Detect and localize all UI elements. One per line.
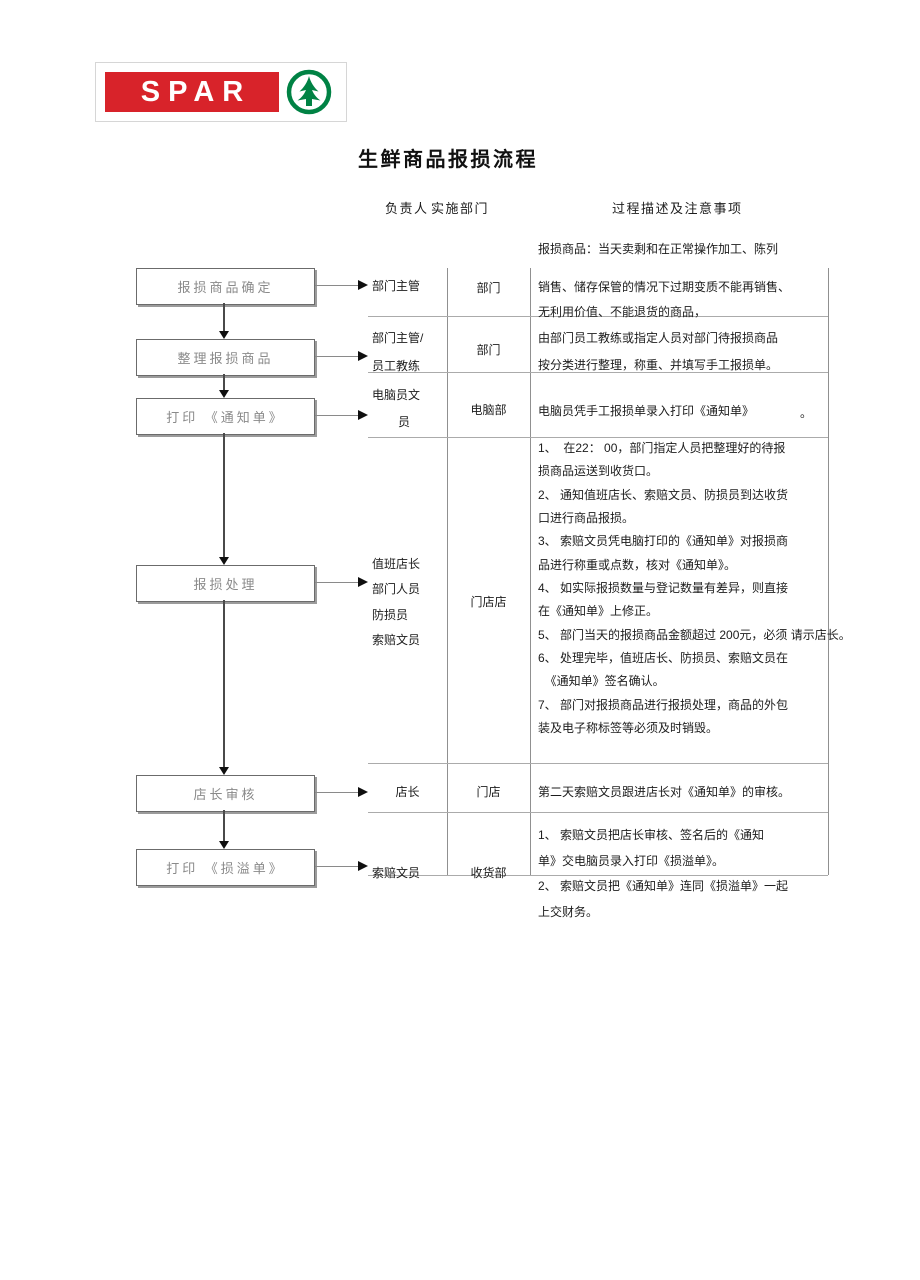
table-bottom-border xyxy=(368,875,828,876)
flow-arrow-down-icon xyxy=(219,374,229,398)
cell-description-list: 1、 索赔文员把店长审核、签名后的《通知单》交电脑员录入打印《损溢单》。2、 索… xyxy=(538,828,789,919)
flow-box-manager-review: 店长审核 xyxy=(136,775,315,812)
cell-responsible: 店长 xyxy=(395,785,420,799)
flow-arrow-down-icon xyxy=(219,433,229,565)
table-right-border xyxy=(828,268,829,875)
cell-description-line: 由部门员工教练或指定人员对部门待报损商品 xyxy=(538,331,779,345)
cell-description-line: 销售、储存保管的情况下过期变质不能再销售、 xyxy=(538,280,791,294)
page-title: 生鲜商品报损流程 xyxy=(358,149,538,171)
cell-description-line: 报损商品：当天卖剩和在正常操作加工、陈列 xyxy=(538,242,779,256)
flow-arrow-right-icon xyxy=(315,410,368,421)
flow-arrow-right-icon xyxy=(315,577,368,588)
cell-description-line: 第二天索赔文员跟进店长对《通知单》的审核。 xyxy=(538,785,791,799)
flow-box-print-loss-sheet: 打印 《损溢单》 xyxy=(136,849,315,886)
spar-tree-icon xyxy=(284,67,334,117)
cell-department: 部门 xyxy=(476,343,501,357)
cell-department: 电脑部 xyxy=(470,403,507,417)
table-column-divider xyxy=(530,268,531,875)
flow-arrow-down-icon xyxy=(219,600,229,775)
spar-wordmark: SPAR xyxy=(105,72,279,112)
cell-description-line: 按分类进行整理，称重、并填写手工报损单。 xyxy=(538,358,779,372)
cell-description-line: 电脑员凭手工报损单录入打印《通知单》 xyxy=(538,404,755,418)
table-row-divider xyxy=(368,372,828,373)
flow-box-damage-process: 报损处理 xyxy=(136,565,315,602)
table-column-divider xyxy=(447,268,448,875)
cell-description-line: 无利用价值、不能退货的商品， xyxy=(538,305,707,319)
column-header-department: 实施部门 xyxy=(431,201,490,216)
flow-arrow-right-icon xyxy=(315,280,368,291)
flow-box-print-notice: 打印 《通知单》 xyxy=(136,398,315,435)
flow-arrow-down-icon xyxy=(219,810,229,849)
flow-box-damage-confirm: 报损商品确定 xyxy=(136,268,315,305)
cell-department: 收货部 xyxy=(470,866,507,880)
cell-department: 门店店 xyxy=(470,595,507,609)
flow-arrow-right-icon xyxy=(315,787,368,798)
cell-responsible: 部门主管 xyxy=(372,279,421,293)
table-row-divider xyxy=(368,812,828,813)
cell-responsible: 员工教练 xyxy=(372,359,421,373)
flow-box-organize-goods: 整理报损商品 xyxy=(136,339,315,376)
flow-arrow-right-icon xyxy=(315,351,368,362)
table-row-divider xyxy=(368,316,828,317)
cell-department: 部门 xyxy=(476,281,501,295)
cell-description-period: 。 xyxy=(800,406,813,420)
cell-responsible: 电脑员文 xyxy=(372,388,421,402)
table-row-divider xyxy=(368,763,828,764)
flow-arrow-right-icon xyxy=(315,861,368,872)
table-row-divider xyxy=(368,437,828,438)
cell-responsible: 员 xyxy=(398,415,411,429)
spar-logo: SPAR xyxy=(95,62,347,122)
column-header-description: 过程描述及注意事项 xyxy=(612,201,743,216)
cell-description-list: 1、 在22： 00，部门指定人员把整理好的待报损商品运送到收货口。2、 通知值… xyxy=(538,441,851,736)
column-header-responsible: 负责人 xyxy=(385,201,429,216)
cell-department: 门店 xyxy=(476,785,501,799)
cell-responsible: 部门主管/ xyxy=(372,331,424,345)
cell-responsible-list: 值班店长部门人员防损员索赔文员 xyxy=(372,557,421,648)
flow-arrow-down-icon xyxy=(219,303,229,339)
cell-responsible: 索赔文员 xyxy=(372,866,421,880)
spar-brand-text: SPAR xyxy=(140,75,252,108)
